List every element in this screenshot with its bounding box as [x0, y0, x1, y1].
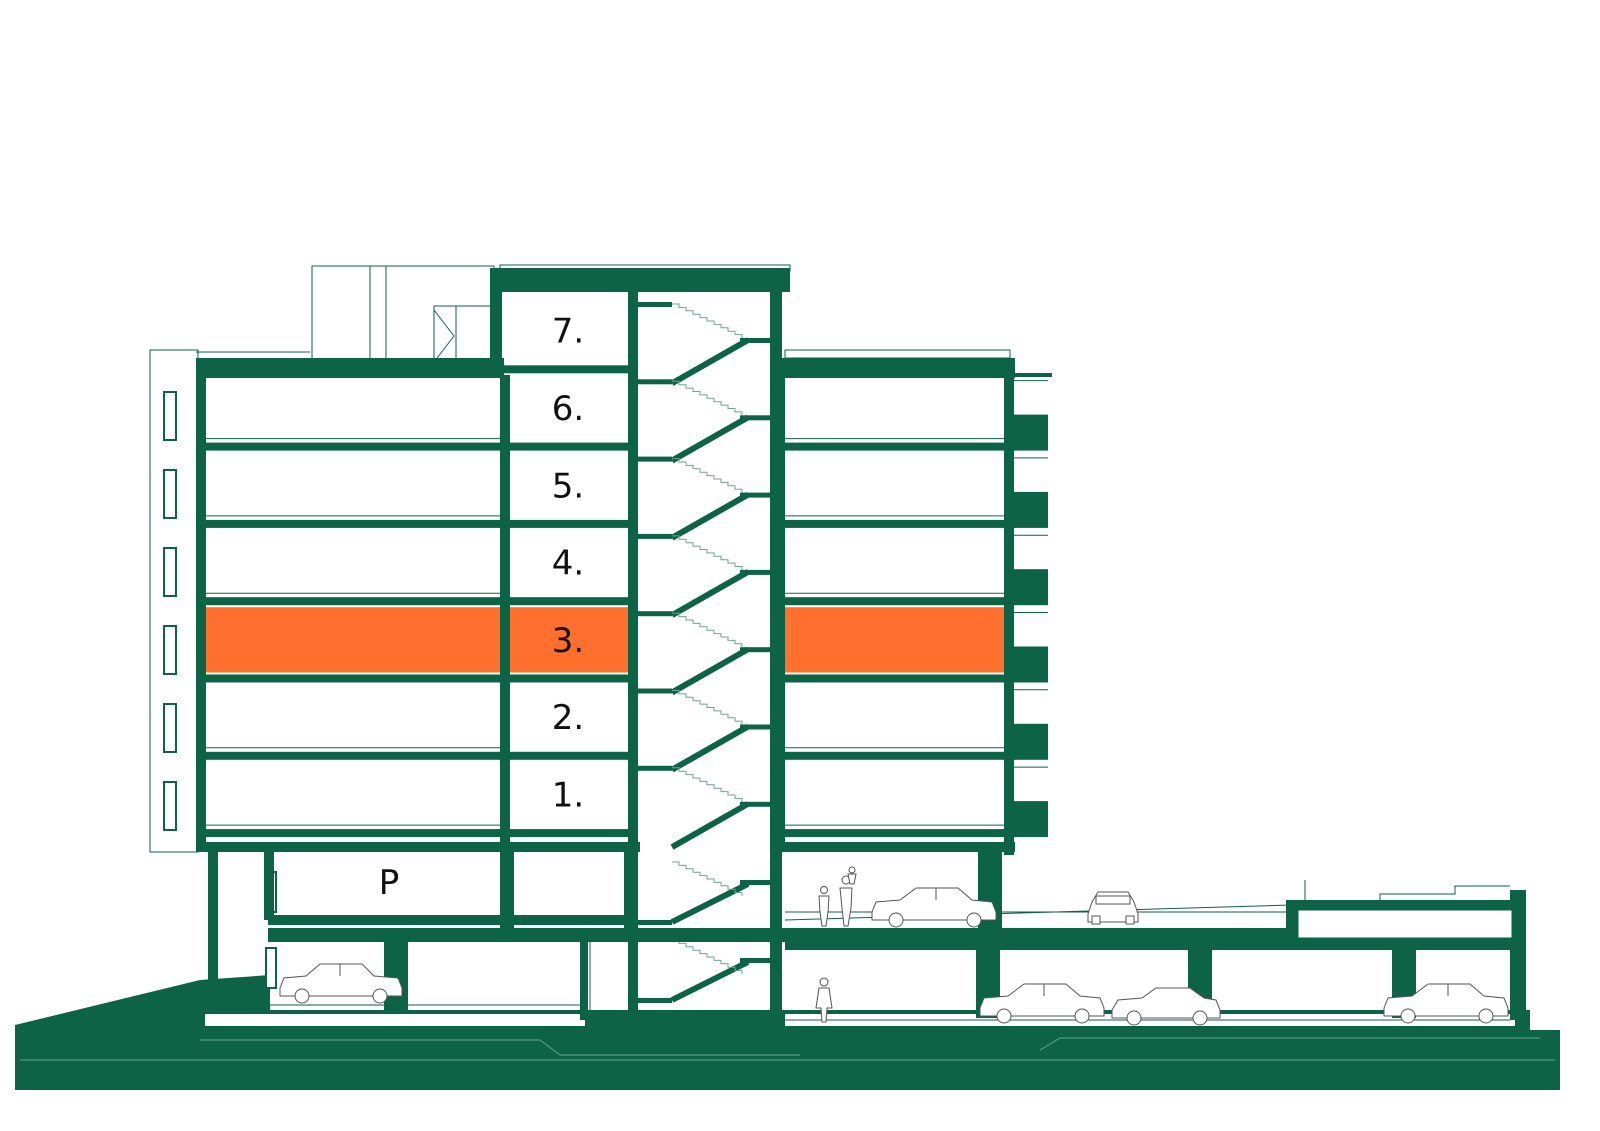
podium-thin-lines — [200, 880, 1510, 1021]
stair-flight-lower — [638, 861, 772, 925]
floor-slab-left — [196, 519, 508, 528]
balcony — [1014, 569, 1048, 606]
balcony — [1014, 801, 1048, 838]
car-basement-2 — [1111, 987, 1221, 1026]
car-upper-deck-1 — [871, 887, 997, 928]
floor-slab-left — [196, 751, 508, 760]
highlight-core — [510, 607, 628, 673]
floor-slab-core — [500, 365, 638, 374]
stair-flight — [638, 379, 772, 464]
facade-windows — [163, 391, 277, 989]
staircase — [638, 302, 772, 1003]
person-walking — [818, 886, 830, 927]
floor-label: 1. — [552, 775, 584, 815]
floor-label: 6. — [552, 389, 584, 429]
balcony — [1014, 414, 1048, 451]
highlight-right-wing — [785, 607, 1004, 673]
ground-detail-lines — [20, 1037, 1555, 1061]
floor-slab-left — [196, 829, 508, 838]
car-basement-3 — [1383, 983, 1509, 1024]
balcony — [1014, 491, 1048, 528]
basement-slab-inner — [205, 1014, 585, 1026]
floor-label: 4. — [552, 544, 584, 584]
podium-inner-recess — [1297, 909, 1513, 939]
car-basement-1 — [979, 983, 1105, 1024]
floor-slab-left — [196, 674, 508, 683]
floor-slab-core — [500, 829, 638, 838]
floor-slab-right — [775, 674, 1015, 683]
car-lower-left — [279, 963, 403, 1004]
floor-slab-right — [775, 442, 1015, 451]
parking-label: P — [379, 863, 400, 903]
balconies — [1014, 380, 1048, 838]
floor-slab-core — [500, 751, 638, 760]
floor-labels: 7. 6. 5. 4. 3. 2. 1. — [552, 312, 584, 816]
car-upper-deck-2 — [1087, 891, 1139, 925]
floor-slab-core — [500, 674, 638, 683]
person-basement — [815, 977, 833, 1023]
floor-slab-left — [196, 442, 508, 451]
floor-slab-core — [500, 442, 638, 451]
roof-balcony-rail — [1012, 373, 1052, 377]
floor-label: 2. — [552, 698, 584, 738]
highlighted-floor-band — [206, 607, 1004, 673]
stair-flight — [638, 688, 772, 773]
stair-flight-lower — [638, 939, 772, 1003]
stair-flight — [638, 456, 772, 541]
floor-slab-core — [500, 597, 638, 606]
floor-slab-left — [196, 597, 508, 606]
floor-slabs — [196, 365, 1015, 838]
floor-label: 3. — [552, 621, 584, 661]
floor-slab-right — [775, 751, 1015, 760]
person-with-child — [839, 866, 857, 927]
floor-slab-core — [500, 519, 638, 528]
balcony — [1014, 723, 1048, 760]
stair-flight — [638, 611, 772, 696]
left-tower-structure — [196, 268, 1015, 1030]
stair-flight — [638, 302, 772, 386]
roof-door — [433, 305, 501, 365]
floor-label: 5. — [552, 466, 584, 506]
floor-slab-right — [775, 519, 1015, 528]
highlight-left-wing — [206, 607, 500, 673]
floor-slab-right — [775, 597, 1015, 606]
ground — [15, 975, 1560, 1090]
stair-flight — [638, 765, 772, 850]
balcony — [1014, 646, 1048, 683]
floor-label: 7. — [552, 312, 584, 352]
stair-flight — [638, 533, 772, 618]
floor-slab-right — [775, 829, 1015, 838]
